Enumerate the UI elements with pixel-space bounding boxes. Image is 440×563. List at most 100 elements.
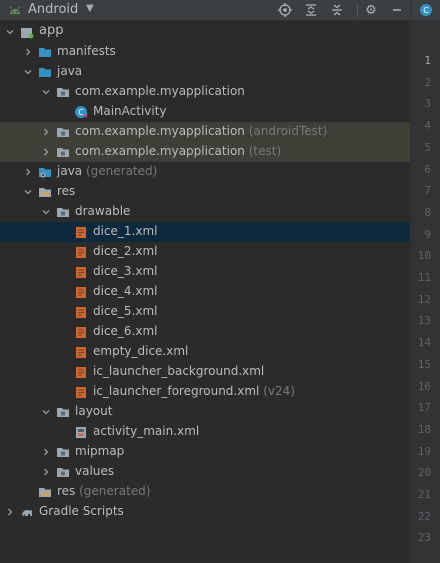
tree-item[interactable]: Gradle Scripts: [0, 502, 410, 522]
tree-item-label: java: [57, 64, 82, 78]
line-number: 2: [424, 75, 431, 89]
package-icon: [57, 88, 69, 97]
line-number: 18: [417, 422, 431, 436]
chevron-right-icon[interactable]: [40, 142, 52, 162]
tree-item-name: java: [57, 64, 83, 78]
project-tree[interactable]: app manifests java com.example.myapplicatio…: [0, 22, 410, 563]
line-number: 11: [417, 271, 431, 284]
package-icon: [57, 208, 69, 217]
gear-icon[interactable]: ⚙: [365, 2, 377, 18]
editor-tab[interactable]: C: [411, 0, 440, 21]
chevron-right-icon[interactable]: [22, 42, 34, 62]
tree-item[interactable]: dice_5.xml: [0, 302, 410, 322]
tree-item-label: dice_3.xml: [93, 264, 158, 278]
tree-item[interactable]: app: [0, 22, 410, 42]
kotlin-class-icon: C: [75, 106, 87, 118]
tree-item-name: Gradle Scripts: [39, 504, 124, 518]
xml-icon: [76, 307, 86, 318]
tree-item-label: java (generated): [57, 164, 157, 178]
line-number: 3: [424, 97, 431, 111]
tree-item-suffix: (test): [244, 144, 282, 158]
package-icon: [57, 148, 69, 157]
chevron-down-icon[interactable]: [4, 22, 16, 42]
tree-item-name: dice_1.xml: [93, 224, 158, 238]
line-number: 16: [417, 379, 431, 393]
tree-item[interactable]: ic_launcher_background.xml: [0, 362, 410, 382]
chevron-down-icon[interactable]: [22, 62, 34, 82]
gradle-icon: [22, 510, 33, 516]
svg-text:C: C: [423, 6, 429, 15]
android-icon: [10, 6, 20, 14]
tree-item[interactable]: res: [0, 182, 410, 202]
tree-item[interactable]: java (generated): [0, 162, 410, 182]
folder-blue-icon: [39, 48, 51, 57]
tree-item[interactable]: empty_dice.xml: [0, 342, 410, 362]
tree-item[interactable]: java: [0, 62, 410, 82]
xml-icon: [76, 287, 86, 298]
line-number: 13: [417, 314, 431, 328]
folder-gen-icon: [39, 168, 51, 178]
tree-item-label: dice_1.xml: [93, 224, 158, 238]
tree-item-name: com.example.myapplication: [75, 124, 245, 138]
package-icon: [57, 448, 69, 457]
chevron-right-icon[interactable]: [40, 442, 52, 462]
chevron-right-icon[interactable]: [22, 162, 34, 182]
line-number: 5: [424, 140, 431, 154]
tree-item[interactable]: dice_1.xml: [0, 222, 410, 242]
tree-item-name: manifests: [57, 44, 116, 58]
chevron-down-icon[interactable]: [40, 202, 52, 222]
tree-item[interactable]: com.example.myapplication: [0, 82, 410, 102]
tree-item[interactable]: ic_launcher_foreground.xml (v24): [0, 382, 410, 402]
tree-item-name: dice_6.xml: [93, 324, 158, 338]
tree-item[interactable]: res (generated): [0, 482, 410, 502]
folder-blue-icon: [39, 68, 51, 77]
chevron-down-icon[interactable]: [22, 182, 34, 202]
tree-item[interactable]: activity_main.xml: [0, 422, 410, 442]
minimize-icon[interactable]: [388, 1, 406, 19]
tree-item[interactable]: dice_4.xml: [0, 282, 410, 302]
tree-item-label: dice_4.xml: [93, 284, 158, 298]
line-number: 23: [417, 531, 431, 545]
tree-item-label: ic_launcher_background.xml: [93, 364, 264, 378]
chevron-down-icon[interactable]: [40, 402, 52, 422]
package-icon: [57, 128, 69, 137]
tree-item[interactable]: dice_6.xml: [0, 322, 410, 342]
package-icon: [57, 468, 69, 477]
folder-res-icon: [39, 488, 51, 497]
tree-item-label: activity_main.xml: [93, 424, 199, 438]
expand-all-icon[interactable]: [302, 1, 320, 19]
tree-item[interactable]: mipmap: [0, 442, 410, 462]
caret-down-icon[interactable]: ▼: [86, 3, 94, 14]
tree-item-name: empty_dice.xml: [93, 344, 189, 358]
locate-icon[interactable]: [276, 1, 294, 19]
tree-item[interactable]: com.example.myapplication (androidTest): [0, 122, 410, 142]
chevron-down-icon[interactable]: [40, 82, 52, 102]
tree-item-label: values: [75, 464, 114, 478]
tree-item[interactable]: manifests: [0, 42, 410, 62]
tree-item[interactable]: dice_2.xml: [0, 242, 410, 262]
tree-item-suffix: (generated): [75, 484, 151, 498]
line-number: 20: [417, 466, 431, 480]
chevron-right-icon[interactable]: [40, 462, 52, 482]
tree-item[interactable]: com.example.myapplication (test): [0, 142, 410, 162]
tree-item[interactable]: dice_3.xml: [0, 262, 410, 282]
tree-item[interactable]: layout: [0, 402, 410, 422]
layout-xml-icon: [76, 427, 86, 438]
chevron-right-icon[interactable]: [40, 122, 52, 142]
tree-item-name: res: [57, 184, 76, 198]
tree-item-label: dice_5.xml: [93, 304, 158, 318]
tree-item-name: ic_launcher_foreground.xml: [93, 384, 260, 398]
tree-item[interactable]: values: [0, 462, 410, 482]
chevron-right-icon[interactable]: [4, 502, 16, 522]
tree-item-label: layout: [75, 404, 112, 418]
line-number: 17: [417, 401, 431, 415]
tree-item-name: dice_5.xml: [93, 304, 158, 318]
xml-icon: [76, 227, 86, 238]
tree-item[interactable]: drawable: [0, 202, 410, 222]
tree-item-label: dice_6.xml: [93, 324, 158, 338]
line-number: 19: [417, 444, 431, 458]
project-view-selector[interactable]: Android: [28, 2, 79, 17]
collapse-all-icon[interactable]: [328, 1, 346, 19]
